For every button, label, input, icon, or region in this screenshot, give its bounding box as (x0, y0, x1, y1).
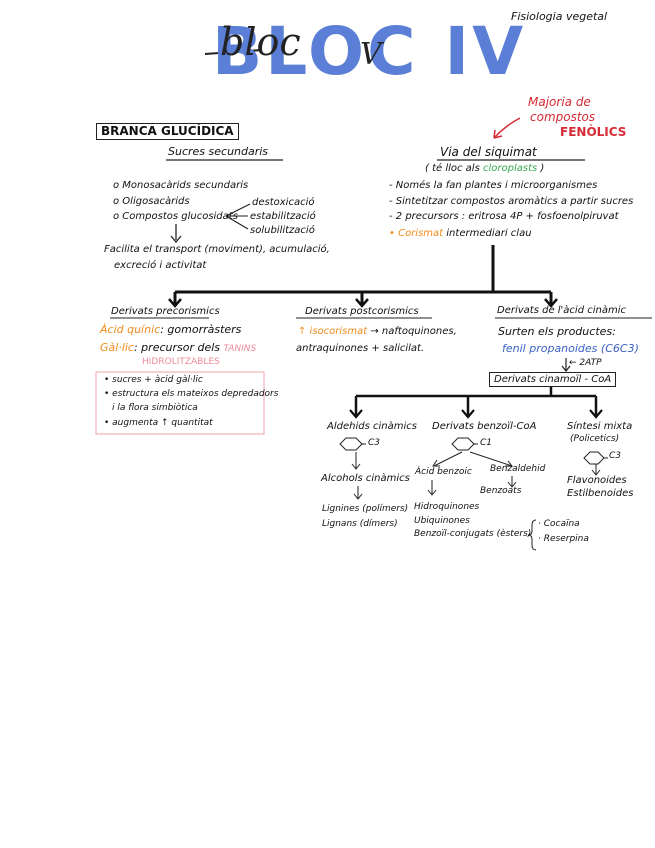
right-bullet: - Sintetitzar compostos aromàtics a part… (389, 196, 633, 207)
alcohols-cinamics: Alcohols cinàmics (321, 473, 410, 484)
isocorismat: ↑ isocorismat (298, 326, 367, 337)
flavonoides: Flavonoides (567, 475, 627, 486)
galic-line: Gàl·lic: precursor dels TANINS (100, 342, 256, 355)
title-overwrite: bloc (220, 22, 301, 64)
acid-benzoic: Àcid benzoic (415, 468, 472, 478)
benzoil-heading: Derivats benzoïl-CoA (432, 421, 536, 432)
ubiquinones: Ubiquinones (414, 517, 470, 527)
left-item: o Compostos glucosidats (113, 211, 238, 222)
postcorismic-heading: Derivats postcorismics (305, 306, 419, 317)
effect-item: destoxicació (252, 197, 314, 208)
lignines: Lignines (polímers) (322, 505, 408, 515)
cinamic-line-1: Surten els productes: (498, 326, 616, 338)
benzoats: Benzoats (480, 487, 521, 497)
acid-quinic: Àcid quínic (100, 323, 160, 336)
note-line-1: Majoria de (528, 96, 591, 109)
right-sub: ( té lloc als cloroplasts ) (425, 163, 544, 174)
right-sub-green: cloroplasts (483, 163, 537, 174)
hidroquinones: Hidroquinones (414, 503, 479, 513)
lignans: Lignans (dímers) (322, 520, 398, 530)
galic-rest: : precursor dels (134, 341, 220, 354)
pre-list-item: i la flora simbiòtica (112, 404, 198, 414)
aldehids-c3: C3 (368, 439, 380, 449)
left-heading: BRANCA GLUCÍDICA (96, 123, 239, 140)
right-sub-suffix: ) (540, 163, 544, 174)
pre-list-item: • estructura els mateixos depredadors (104, 390, 278, 400)
effect-item: estabilització (250, 211, 316, 222)
corismat-line: • Corismat intermediari clau (389, 228, 532, 239)
tanins-label: TANINS (224, 344, 257, 354)
title-overwrite-numeral: V (360, 38, 382, 71)
pre-list-item: • augmenta ↑ quantitat (104, 419, 213, 429)
right-bullet: - 2 precursors : eritrosa 4P + fosfoenol… (389, 211, 619, 222)
cinamoil-box: Derivats cinamoïl - CoA (489, 372, 616, 387)
right-heading: Via del siquimat (440, 146, 537, 159)
corismat-rest: intermediari clau (446, 228, 531, 239)
corismat-bullet: • (389, 228, 395, 239)
atp-label: ← 2ATP (569, 359, 602, 369)
hidrolitzables-label: HIDROLITZABLES (142, 358, 220, 368)
benzoil-conjugats: Benzoïl-conjugats (èsters) (414, 530, 531, 540)
sintesi-mixta-heading: Síntesi mixta (567, 421, 632, 432)
pre-list-item: • sucres + àcid gàl·lic (104, 376, 203, 386)
left-subheading: Sucres secundaris (168, 146, 268, 158)
reserpina: · Reserpina (538, 535, 589, 545)
cinamic-heading: Derivats de l'àcid cinàmic (497, 305, 626, 316)
estilbenoides: Estilbenoides (567, 488, 633, 499)
post-line-1: ↑ isocorismat → naftoquinones, (298, 326, 457, 337)
left-item: o Monosacàrids secundaris (113, 180, 248, 191)
acid-quinic-line: Àcid quínic: gomorràsters (100, 324, 241, 336)
left-item: o Oligosacàrids (113, 196, 190, 207)
subject-label: Fisiologia vegetal (511, 11, 607, 23)
policetics: (Policetics) (570, 435, 619, 445)
aldehids-heading: Aldehids cinàmics (327, 421, 417, 432)
precorismic-heading: Derivats precorismics (111, 306, 220, 317)
effect-item: solubilització (250, 225, 315, 236)
post-line-1-rest: → naftoquinones, (370, 326, 456, 337)
cocaina: · Cocaïna (538, 520, 580, 530)
corismat-word: Corismat (398, 228, 443, 239)
note-line-3: FENÒLICS (560, 126, 626, 139)
benzaldehid: Benzaldehid (490, 465, 545, 475)
function-line: excreció i activitat (114, 260, 206, 271)
mixta-c3: C3 (609, 452, 621, 462)
fenilpropanoides: fenil propanoides (C6C3) (502, 343, 639, 355)
post-line-2: antraquinones + salicilat. (296, 343, 424, 354)
galic: Gàl·lic (100, 341, 134, 354)
acid-quinic-rest: : gomorràsters (160, 323, 241, 336)
right-sub-prefix: ( té lloc als (425, 163, 480, 174)
benzoil-c1: C1 (480, 439, 492, 449)
note-line-2: compostos (530, 111, 595, 124)
right-bullet: - Només la fan plantes i microorganismes (389, 180, 597, 191)
function-line: Facilita el transport (moviment), acumul… (104, 244, 330, 255)
